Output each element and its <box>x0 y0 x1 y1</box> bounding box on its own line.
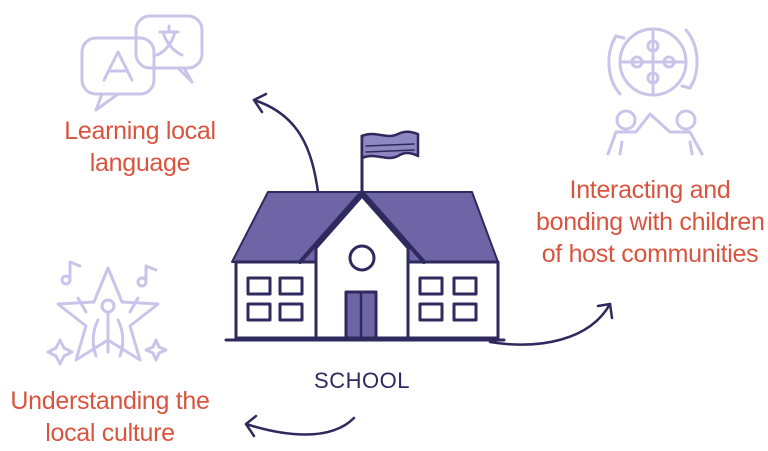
school-gable <box>314 194 410 340</box>
school-building <box>224 130 506 342</box>
bonding-label: Interacting and bonding with children of… <box>536 174 765 270</box>
bonding-label-line1: Interacting and <box>569 176 731 204</box>
school-left-wing <box>234 260 318 340</box>
culture-label-line1: Understanding the <box>10 387 210 415</box>
star-celebration-icon <box>46 260 168 366</box>
arrow-to-bonding <box>488 302 614 346</box>
puzzle-globe-children-icon <box>606 27 704 156</box>
school-label: SCHOOL <box>314 368 410 393</box>
arrow-to-language <box>252 92 320 194</box>
school-right-wing <box>404 260 500 340</box>
translate-speech-bubbles-icon <box>80 14 204 112</box>
arrow-to-culture <box>244 414 356 438</box>
bonding-label-line2: bonding with children <box>536 208 765 236</box>
bonding-label-line3: of host communities <box>541 240 759 268</box>
language-label-line1: Learning local <box>64 117 216 145</box>
culture-label-line2: local culture <box>45 419 175 447</box>
school-round-window <box>348 244 376 272</box>
language-label: Learning local language <box>40 115 240 179</box>
language-label-line2: language <box>89 149 191 177</box>
culture-label: Understanding the local culture <box>4 385 216 449</box>
